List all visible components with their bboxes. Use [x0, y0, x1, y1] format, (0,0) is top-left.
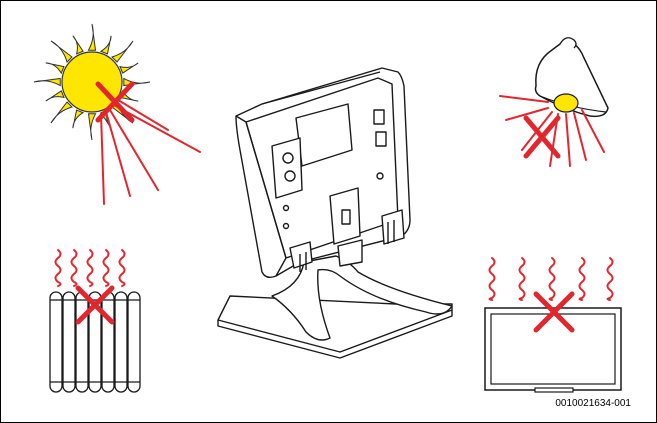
prohibited-cross-icon: [533, 291, 575, 333]
heat-wave: [102, 249, 110, 287]
prohibited-cross-icon: [75, 285, 115, 325]
radiator-fin: [75, 291, 89, 393]
radiator-fin: [127, 291, 141, 393]
heat-wave-icon: [488, 257, 614, 301]
sun-ray: [99, 35, 112, 55]
heat-wave: [548, 257, 556, 301]
sun-ray: [72, 35, 84, 55]
radiator-fin: [88, 291, 102, 393]
heat-wave: [118, 249, 126, 287]
heat-wave: [86, 249, 94, 287]
sun-ray: [111, 40, 134, 63]
radiator-fin: [101, 291, 115, 393]
lamp-icon: [499, 37, 609, 167]
tv-icon: [484, 257, 622, 393]
radiator-fin: [114, 291, 128, 393]
radiator-icon: [49, 249, 141, 393]
heat-wave: [70, 249, 78, 287]
heat-wave: [488, 257, 496, 301]
sun-ray: [72, 109, 85, 129]
radiator-fin: [62, 291, 76, 393]
heat-wave: [518, 257, 526, 301]
sun-ray: [119, 62, 139, 74]
sun-ray: [45, 62, 65, 75]
sun-ray: [123, 77, 151, 87]
sun-ray: [87, 113, 97, 141]
heat-wave: [606, 257, 614, 301]
figure-code: 0010021634-001: [555, 398, 631, 409]
heat-wave: [578, 257, 586, 301]
sun-icon: [33, 23, 201, 205]
prohibited-cross-icon: [523, 115, 561, 159]
sun-beams: [100, 99, 201, 205]
sun-ray: [87, 23, 97, 51]
thermostat-device-icon: [217, 67, 453, 359]
prohibited-cross-icon: [95, 81, 135, 123]
sun-ray: [50, 101, 73, 124]
heat-wave: [54, 249, 62, 287]
sun-ray: [45, 90, 65, 102]
sun-ray: [50, 40, 73, 63]
heat-wave-icon: [54, 249, 126, 287]
radiator-fin: [49, 291, 63, 393]
sun-ray: [33, 77, 61, 87]
